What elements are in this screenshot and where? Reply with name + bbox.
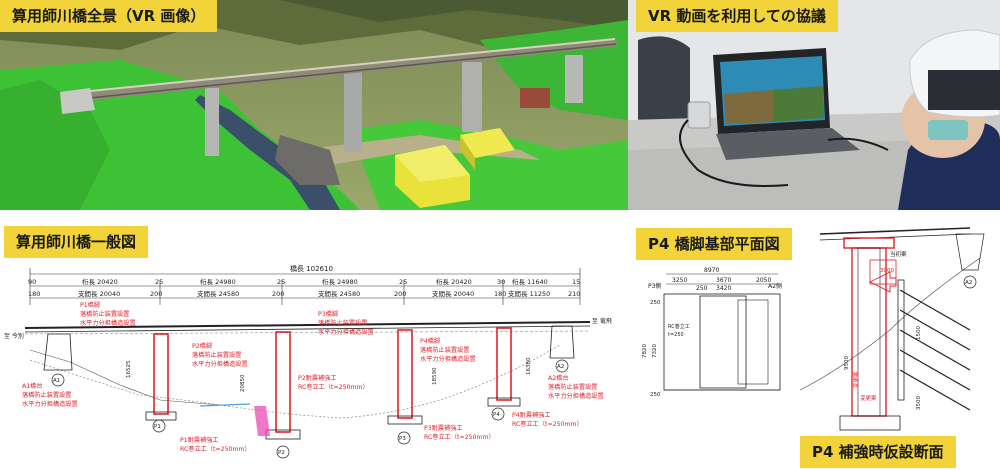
dim-top-2: 25 bbox=[155, 278, 163, 286]
support-a1: A1 bbox=[53, 378, 60, 384]
plan-left-side: P3側 bbox=[648, 282, 661, 290]
note-p3-top-2: 水平力分担構造設置 bbox=[318, 328, 374, 336]
height-p1: 16525 bbox=[126, 360, 132, 378]
dim-top-5: 桁長 24980 bbox=[322, 277, 358, 286]
note-a2-1: 落橋防止装置設置 bbox=[548, 383, 598, 391]
dim-sec-9: 支間長 11250 bbox=[508, 289, 550, 298]
vr-overview-label: 算用師川橋全景（VR 画像） bbox=[0, 0, 218, 32]
note-p4-top-2: 水平力分担構造設置 bbox=[420, 355, 476, 363]
dim-sec-5: 支間長 24580 bbox=[318, 289, 360, 298]
note-p3-bottom-0: P3耐震補強工 bbox=[424, 424, 463, 432]
dim-top-8: 30 bbox=[497, 278, 505, 286]
note-p3-bottom-1: RC巻立工（t=250mm） bbox=[424, 433, 495, 441]
note-p4-top-0: P4橋脚 bbox=[420, 337, 440, 345]
section-dim-c: 3500 bbox=[916, 396, 922, 410]
p4-plan-panel: 8970 3250 3670 2050 250 3420 P3側 A2側 RC巻… bbox=[628, 210, 800, 470]
note-a1-0: A1橋台 bbox=[22, 382, 43, 390]
section-dim-a: 3000 bbox=[880, 268, 894, 274]
note-p2-bottom-1: RC巻立工（t=250mm） bbox=[298, 383, 369, 391]
support-a2: A2 bbox=[557, 364, 564, 370]
note-p3-top-1: 落橋防止装置設置 bbox=[318, 319, 368, 327]
note-p1-top-1: 落橋防止装置設置 bbox=[80, 310, 130, 318]
note-p1-top-0: P1橋脚 bbox=[80, 301, 100, 309]
plan-inner-1: 3420 bbox=[716, 285, 731, 292]
general-drawing-panel: 橋長 102610 90 桁長 20420 25 桁長 24980 25 桁長 … bbox=[0, 210, 628, 470]
section-dim-b: 1500 bbox=[916, 326, 922, 340]
note-a1-1: 落橋防止装置設置 bbox=[22, 391, 72, 399]
dim-top-0: 90 bbox=[28, 278, 36, 286]
general-drawing-label: 算用師川橋一般図 bbox=[4, 226, 149, 258]
dim-sec-4: 200 bbox=[272, 290, 284, 298]
support-p1: P1 bbox=[154, 424, 161, 430]
dim-sec-10: 210 bbox=[568, 290, 580, 298]
plan-top-part-1: 3670 bbox=[716, 277, 731, 284]
note-p4-bottom-0: P4耐震補強工 bbox=[512, 411, 551, 419]
support-p3: P3 bbox=[399, 436, 406, 442]
note-p4-bottom-1: RC巻立工（t=250mm） bbox=[512, 420, 583, 428]
note-p4-top-1: 落橋防止装置設置 bbox=[420, 346, 470, 354]
p4-plan-label: P4 橋脚基部平面図 bbox=[636, 228, 792, 260]
note-p1-bottom-1: RC巻立工（t=250mm） bbox=[180, 445, 251, 453]
p4-section-panel: A2 3000 変更案 変更案 当初案 1500 3500 9500 P4 補強… bbox=[800, 210, 1000, 470]
section-tag-a: 変更案 bbox=[852, 371, 860, 388]
plan-side-1: 250 bbox=[650, 392, 661, 398]
plan-height-0: 7820 bbox=[642, 344, 648, 358]
dim-sec-7: 支間長 20040 bbox=[432, 289, 474, 298]
dim-top-7: 桁長 20420 bbox=[436, 277, 472, 286]
vr-meeting-panel: VR 動画を利用しての協議 bbox=[628, 0, 1000, 210]
plan-right-side: A2側 bbox=[768, 282, 782, 290]
vr-bridge-render bbox=[0, 0, 628, 210]
note-a1-2: 水平力分担構造設置 bbox=[22, 400, 78, 408]
dim-top-3: 桁長 24980 bbox=[200, 277, 236, 286]
dim-sec-1: 支間長 20040 bbox=[78, 289, 120, 298]
note-p2-top-1: 落橋防止装置設置 bbox=[192, 351, 242, 359]
support-p4: P4 bbox=[493, 412, 500, 418]
p4-section-label: P4 補強時仮設断面 bbox=[800, 436, 956, 468]
plan-side-0: 250 bbox=[650, 300, 661, 306]
note-p1-bottom-0: P1耐震補強工 bbox=[180, 436, 219, 444]
dim-sec-3: 支間長 24580 bbox=[197, 289, 239, 298]
plan-inner-note-1: t=250 bbox=[668, 332, 684, 338]
dim-sec-0: 180 bbox=[28, 290, 40, 298]
plan-top-part-0: 3250 bbox=[672, 277, 687, 284]
section-tag-b: 変更案 bbox=[860, 394, 877, 402]
total-length-label: 橋長 102610 bbox=[290, 264, 333, 273]
p4-section-drawing: A2 3000 変更案 変更案 当初案 1500 3500 9500 bbox=[800, 210, 1000, 470]
height-p3: 18590 bbox=[432, 367, 438, 385]
note-p1-top-2: 水平力分担構造設置 bbox=[80, 319, 136, 327]
dim-top-4: 25 bbox=[277, 278, 285, 286]
section-abutment: A2 bbox=[965, 280, 972, 286]
note-p2-bottom-0: P2耐震補強工 bbox=[298, 374, 337, 382]
note-p2-top-2: 水平力分担構造設置 bbox=[192, 360, 248, 368]
dim-top-9: 桁長 11640 bbox=[512, 277, 548, 286]
support-p2: P2 bbox=[278, 450, 285, 456]
dim-top-10: 15 bbox=[572, 278, 580, 286]
vr-meeting-photo bbox=[628, 0, 1000, 210]
right-direction: 至 竜飛 bbox=[592, 317, 612, 325]
dim-top-1: 桁長 20420 bbox=[82, 277, 118, 286]
dim-sec-2: 200 bbox=[150, 290, 162, 298]
height-p4: 16380 bbox=[526, 357, 532, 375]
plan-height-1: 7320 bbox=[652, 344, 658, 358]
dim-sec-8: 180 bbox=[494, 290, 506, 298]
vr-overview-panel: 算用師川橋全景（VR 画像） bbox=[0, 0, 628, 210]
plan-inner-0: 250 bbox=[696, 285, 708, 292]
note-a2-0: A2橋台 bbox=[548, 374, 569, 382]
section-label-top: 当初案 bbox=[890, 250, 907, 258]
plan-inner-note-0: RC巻立工 bbox=[668, 323, 690, 330]
plan-top-total: 8970 bbox=[704, 267, 719, 274]
section-dim-d: 9500 bbox=[844, 356, 850, 370]
left-direction: 至 今別 bbox=[4, 332, 24, 340]
note-p3-top-0: P3橋脚 bbox=[318, 310, 338, 318]
height-p2: 20850 bbox=[240, 374, 246, 392]
dim-top-6: 25 bbox=[399, 278, 407, 286]
plan-top-part-2: 2050 bbox=[756, 277, 771, 284]
dim-sec-6: 200 bbox=[394, 290, 406, 298]
note-p2-top-0: P2橋脚 bbox=[192, 342, 212, 350]
note-a2-2: 水平力分担構造設置 bbox=[548, 392, 604, 400]
vr-meeting-label: VR 動画を利用しての協議 bbox=[636, 0, 838, 32]
